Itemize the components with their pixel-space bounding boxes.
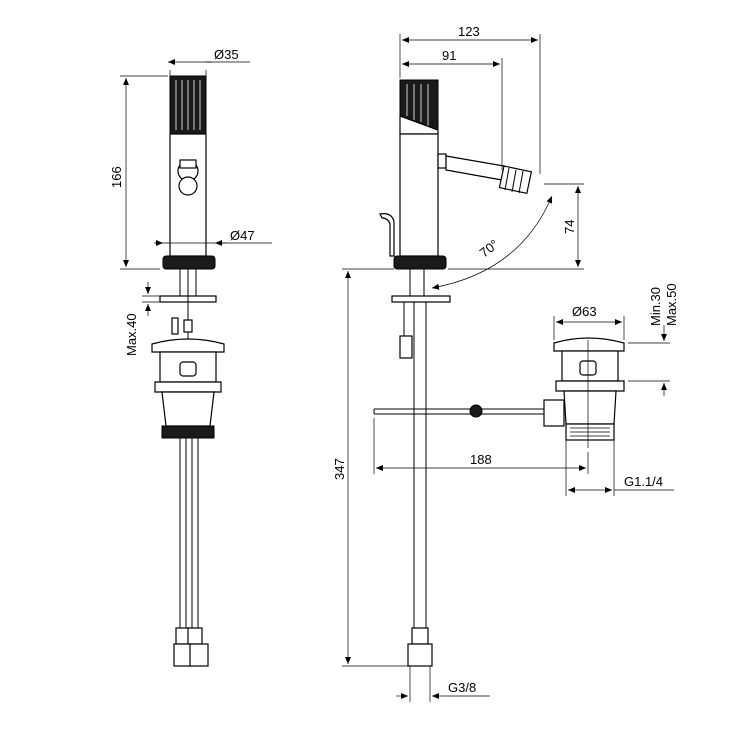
side-pop-up-lever: [379, 213, 395, 257]
label-hose-thread: G3/8: [448, 680, 476, 695]
label-hose-length: 347: [332, 458, 347, 480]
side-view: 123 91 74 70° 347: [332, 24, 584, 702]
dim-waste-thread: G1.1/4: [565, 440, 674, 496]
dim-base-diameter: Ø47: [154, 228, 272, 246]
front-base-ring: [162, 255, 216, 270]
dim-total-width: 123: [399, 24, 541, 174]
dim-spout-reach: 91: [402, 48, 503, 170]
dim-deck-thickness: Max.40: [124, 282, 160, 356]
label-body-height: 166: [109, 166, 124, 188]
label-rod-length: 188: [470, 452, 492, 467]
label-spout-angle: 70°: [477, 236, 502, 260]
front-handle: [169, 75, 207, 135]
dim-hose-length: 347: [332, 268, 408, 667]
dim-waste-range: Min.30 Max.50: [628, 283, 679, 396]
label-waste-diameter: Ø63: [572, 304, 597, 319]
dim-spout-height: 74: [448, 183, 584, 270]
label-total-width: 123: [458, 24, 480, 39]
label-waste-thread: G1.1/4: [624, 474, 663, 489]
label-spout-reach: 91: [442, 48, 456, 63]
label-spout-height: 74: [562, 220, 577, 234]
front-outlet: [177, 159, 199, 196]
side-fixing: [391, 269, 451, 359]
label-base-diameter: Ø47: [230, 228, 255, 243]
side-pop-up-rod: [373, 404, 544, 418]
side-handle: [399, 79, 439, 135]
dim-waste-diameter: Ø63: [553, 304, 625, 340]
label-handle-diameter: Ø35: [214, 47, 239, 62]
side-spout: [437, 153, 533, 195]
dim-hose-thread: G3/8: [396, 666, 490, 702]
waste-detail: Ø63 Min.30 Max.50 188 G1.1/4: [373, 283, 679, 496]
front-hoses: [173, 438, 209, 667]
dim-rod-length: 188: [373, 418, 589, 474]
side-body: [399, 133, 439, 257]
label-waste-min: Min.30: [648, 287, 663, 326]
side-base-ring: [393, 255, 447, 270]
front-waste: [151, 338, 225, 439]
label-deck-thickness: Max.40: [124, 313, 139, 356]
label-waste-max: Max.50: [664, 283, 679, 326]
front-view: Ø35 166 Ø47 Max.40: [109, 47, 272, 667]
front-fixing: [159, 269, 217, 340]
dim-handle-diameter: Ø35: [168, 47, 250, 76]
dim-spout-angle: 70°: [431, 195, 553, 290]
dim-body-height: 166: [109, 75, 168, 270]
